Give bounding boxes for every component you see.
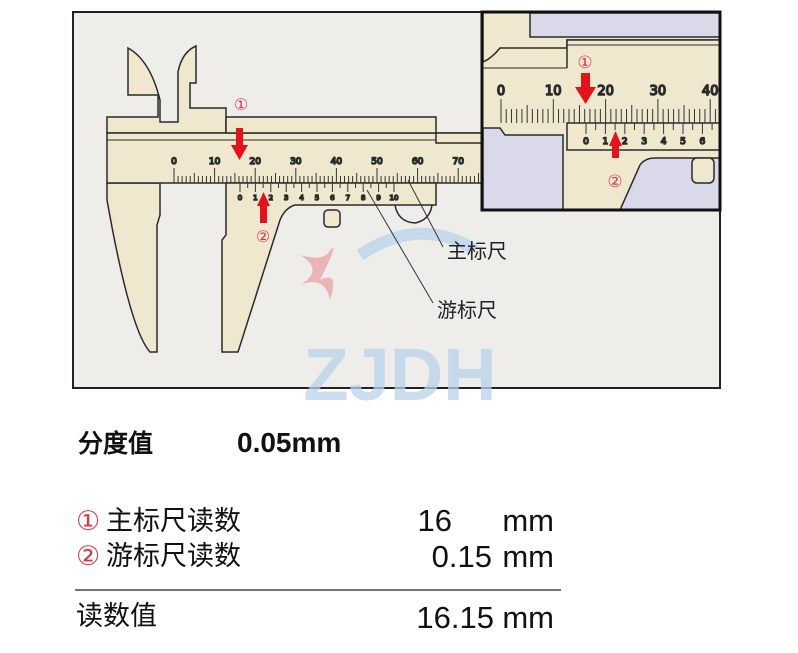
inset-marker-1: ① — [577, 53, 592, 73]
vernier-scale-tick-label: 2 — [269, 194, 273, 202]
row-2-value: 0.15 — [432, 539, 492, 574]
main-scale-tick-label: 30 — [650, 84, 667, 99]
caliper-main-view: 0 10 20 30 40 50 60 70 0 1 2 3 4 5 6 7 8 9 10 — [106, 44, 482, 353]
main-scale-tick-label: 40 — [702, 84, 719, 99]
vernier-scale-tick-label: 5 — [680, 137, 686, 147]
vernier-scale-tick-label: 3 — [641, 137, 647, 147]
row-1-marker: ① — [76, 506, 100, 537]
vernier-scale-tick-label: 7 — [346, 194, 350, 202]
main-scale-tick-label: 40 — [331, 157, 343, 167]
arrow-down-icon — [231, 128, 248, 160]
total-unit: mm — [502, 600, 554, 635]
marker-1: ① — [234, 95, 248, 114]
row-2-unit: mm — [502, 539, 554, 574]
inset-marker-2: ② — [607, 172, 622, 192]
slider-top — [225, 116, 437, 134]
total-value: 16.15 — [416, 600, 494, 635]
row-2-label: 游标尺读数 — [106, 541, 241, 572]
main-scale-leader — [407, 179, 444, 248]
main-scale-tick-label: 30 — [290, 157, 302, 167]
vernier-scale-label: 游标尺 — [437, 298, 497, 322]
thumb-wheel — [394, 204, 433, 224]
row-1-unit: mm — [502, 503, 554, 538]
resolution-label: 分度值 — [78, 429, 153, 458]
vernier-leader — [366, 189, 434, 304]
vernier-scale-tick-label: 2 — [622, 137, 628, 147]
main-scale-tick-label: 10 — [545, 84, 562, 99]
main-scale-tick-label: 0 — [497, 84, 505, 99]
main-scale-tick-label: 20 — [597, 84, 614, 99]
watermark-star-icon — [300, 248, 334, 300]
vernier-scale-tick-label: 10 — [390, 194, 399, 202]
vernier-scale-tick-label: 1 — [603, 137, 609, 147]
watermark-text: ZJDH — [303, 333, 496, 416]
inset-magnified-view: 0 10 20 30 40 0 1 2 3 4 5 6 — [483, 13, 719, 209]
main-scale-tick-label: 20 — [249, 157, 261, 167]
marker-2: ② — [256, 227, 270, 246]
inset-arrow-up-icon — [609, 131, 622, 158]
fixed-lower-jaw — [106, 182, 161, 353]
vernier-scale-tick-label: 0 — [583, 137, 589, 147]
vernier-scale-tick-label: 8 — [361, 194, 365, 202]
inset-arrow-down-icon — [575, 73, 596, 104]
vernier-scale-tick-label: 3 — [284, 194, 288, 202]
total-label: 读数值 — [76, 601, 157, 632]
row-1-label: 主标尺读数 — [106, 506, 241, 537]
watermark: ZJDH — [300, 227, 497, 416]
main-scale-tick-label: 0 — [171, 157, 177, 167]
vernier-scale-tick-label: 6 — [700, 137, 706, 147]
main-scale-tick-label: 10 — [209, 157, 221, 167]
watermark-arc — [356, 227, 479, 261]
arrow-up-icon — [257, 192, 270, 223]
vernier-scale-tick-label: 9 — [376, 194, 380, 202]
vernier-scale-tick-label: 5 — [315, 194, 319, 202]
main-scale-tick-label: 60 — [412, 157, 424, 167]
main-scale-tick-label: 70 — [452, 157, 464, 167]
row-2-marker: ② — [76, 541, 100, 572]
depth-rod — [435, 132, 482, 144]
inset-frame — [480, 10, 722, 212]
vernier-scale-tick-label: 4 — [299, 194, 304, 202]
main-scale-label: 主标尺 — [447, 239, 507, 263]
resolution-value: 0.05mm — [237, 427, 341, 458]
vernier-scale-tick-label: 6 — [330, 194, 335, 202]
row-1-value: 16 — [418, 503, 452, 538]
lock-screw — [323, 209, 341, 228]
slider-lower-jaw — [221, 182, 437, 353]
vernier-scale-tick-label: 4 — [661, 137, 667, 147]
main-scale-tick-label: 50 — [371, 157, 383, 167]
vernier-scale-tick-label: 1 — [253, 194, 257, 202]
vernier-scale-tick-label: 0 — [238, 194, 242, 202]
